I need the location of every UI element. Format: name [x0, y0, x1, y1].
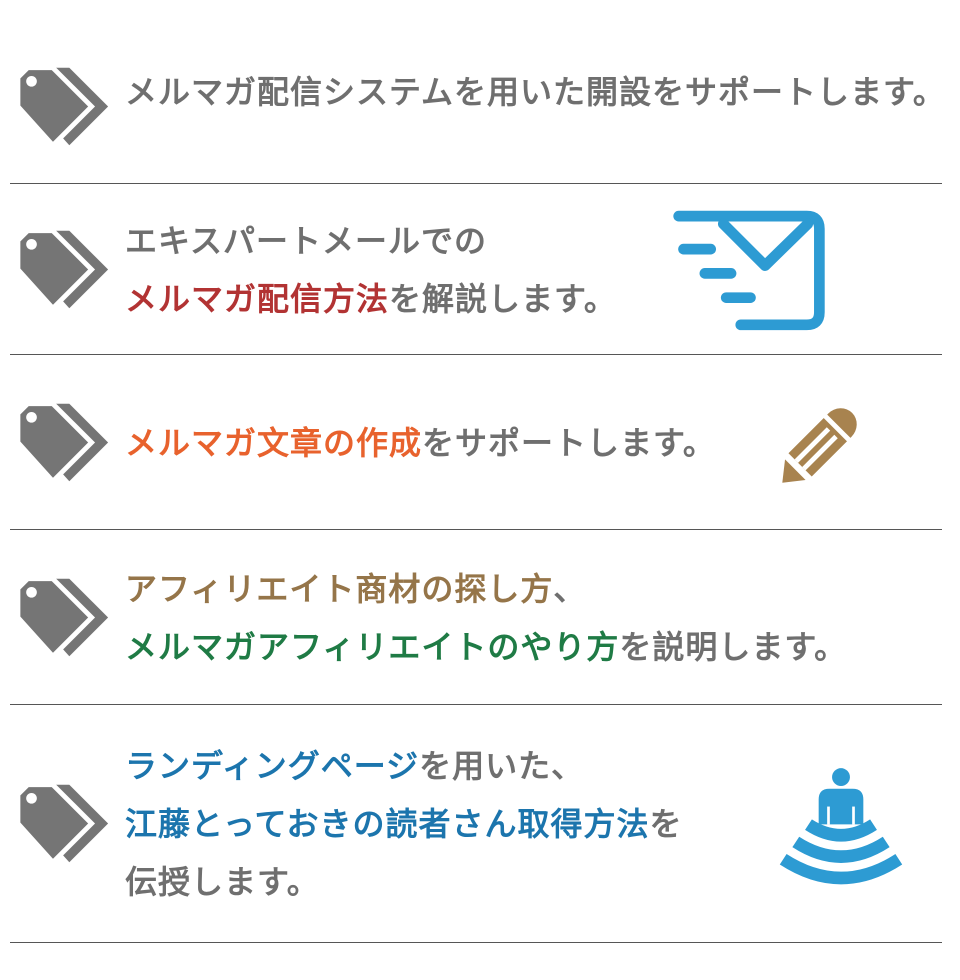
tag-icon [15, 400, 111, 485]
text-line: 伝授します。 [125, 853, 683, 911]
feature-row-3: メルマガ文章の作成をサポートします。 [0, 355, 960, 530]
text-line: メルマガ配信方法を解説します。 [125, 270, 617, 328]
text-segment: をサポートします。 [422, 424, 716, 461]
text-segment: メルマガ配信システムを用いた開設をサポートします。 [125, 74, 946, 110]
text-line: エキスパートメールでの [125, 212, 617, 270]
text-segment: を解説します。 [389, 280, 617, 317]
feature-text: アフィリエイト商材の探し方、 メルマガアフィリエイトのやり方を説明します。 [125, 560, 847, 676]
person-broadcast-icon [774, 756, 908, 901]
feature-row-5: ランディングページを用いた、 江藤とっておきの読者さん取得方法を 伝授します。 [0, 705, 960, 943]
text-segment: アフィリエイト商材の探し方 [125, 570, 554, 607]
text-line: 江藤とっておきの読者さん取得方法を [125, 795, 683, 853]
tag-icon [15, 782, 111, 866]
feature-row-4: アフィリエイト商材の探し方、 メルマガアフィリエイトのやり方を説明します。 [0, 530, 960, 705]
text-segment: を説明します。 [619, 628, 848, 665]
text-line: メルマガ文章の作成をサポートします。 [125, 414, 716, 472]
text-segment: 伝授します。 [125, 864, 320, 900]
feature-row-2: エキスパートメールでの メルマガ配信方法を解説します。 [0, 184, 960, 355]
feature-row-1: メルマガ配信システムを用いた開設をサポートします。 [0, 0, 960, 184]
text-segment: エキスパートメールでの [125, 222, 488, 259]
text-line: アフィリエイト商材の探し方、 [125, 560, 847, 618]
text-segment: メルマガ配信方法 [125, 280, 390, 317]
text-segment: 、 [553, 570, 587, 607]
text-segment: を [649, 806, 683, 842]
text-segment: メルマガアフィリエイトのやり方 [125, 628, 620, 665]
text-segment: を用いた、 [419, 748, 585, 784]
feature-text: メルマガ文章の作成をサポートします。 [125, 414, 716, 472]
pencil-icon [762, 383, 882, 503]
text-segment: ランディングページ [125, 748, 420, 784]
feature-text: メルマガ配信システムを用いた開設をサポートします。 [125, 63, 946, 121]
feature-text: エキスパートメールでの メルマガ配信方法を解説します。 [125, 212, 617, 328]
text-line: ランディングページを用いた、 [125, 737, 683, 795]
feature-list: メルマガ配信システムを用いた開設をサポートします。 エキスパートメールでの メル… [0, 0, 960, 943]
feature-text: ランディングページを用いた、 江藤とっておきの読者さん取得方法を 伝授します。 [125, 737, 683, 911]
text-line: メルマガアフィリエイトのやり方を説明します。 [125, 618, 847, 676]
tag-icon [15, 227, 111, 312]
tag-icon [15, 575, 111, 660]
text-segment: メルマガ文章の作成 [125, 424, 423, 461]
tag-icon [15, 65, 111, 149]
speeding-email-icon [667, 204, 832, 335]
text-line: メルマガ配信システムを用いた開設をサポートします。 [125, 63, 946, 121]
text-segment: 江藤とっておきの読者さん取得方法 [125, 806, 650, 842]
